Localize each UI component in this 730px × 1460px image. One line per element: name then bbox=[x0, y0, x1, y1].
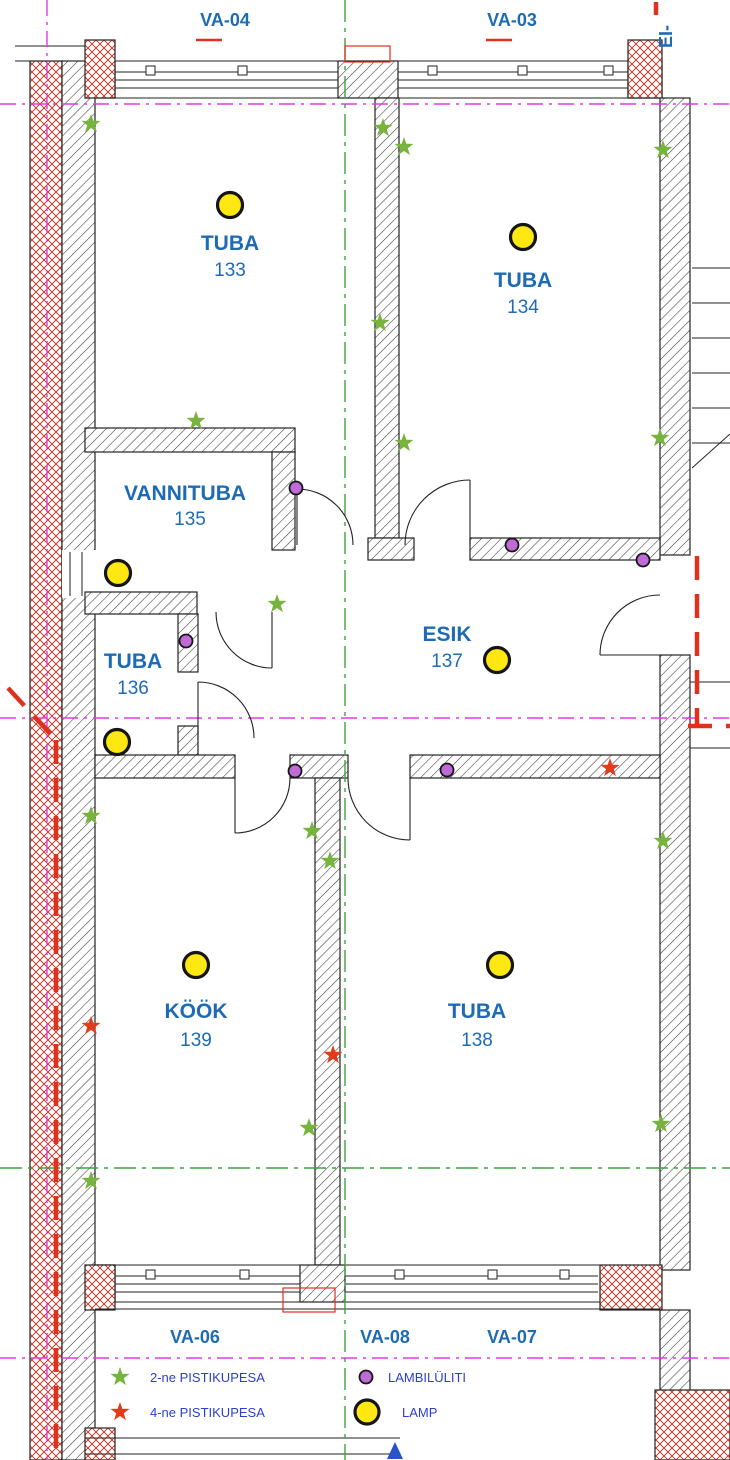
room-name-tuba-133: TUBA bbox=[201, 232, 259, 255]
socket-2x-symbol bbox=[394, 433, 414, 452]
socket-4x-symbol bbox=[600, 758, 620, 777]
room-name-kook: KÖÖK bbox=[165, 1000, 228, 1023]
axis-label-va03: VA-03 bbox=[487, 10, 537, 30]
legend-label-socket2: 2-ne PISTIKUPESA bbox=[150, 1370, 265, 1385]
door-swings bbox=[197, 479, 661, 841]
legend-label-socket4: 4-ne PISTIKUPESA bbox=[150, 1405, 265, 1420]
socket-2x-symbol bbox=[299, 1118, 319, 1137]
axis-label-va08: VA-08 bbox=[360, 1327, 410, 1347]
lamp-symbol bbox=[508, 222, 538, 252]
socket-2x-symbol bbox=[302, 821, 322, 840]
lamp-symbol bbox=[485, 950, 515, 980]
light-switch-symbol bbox=[287, 763, 303, 779]
axis-label-ei-vertical: EI- bbox=[656, 25, 676, 48]
socket-2x-symbol bbox=[653, 831, 673, 850]
room-number-136: 136 bbox=[117, 678, 149, 699]
socket-2x-symbol bbox=[267, 594, 287, 613]
socket-2x-symbol bbox=[81, 1171, 101, 1190]
axis-label-va07: VA-07 bbox=[487, 1327, 537, 1347]
windows bbox=[115, 65, 628, 1293]
room-name-tuba-138: TUBA bbox=[448, 1000, 506, 1023]
lamp-symbol bbox=[482, 645, 512, 675]
room-labels: TUBA 133 TUBA 134 VANNITUBA 135 TUBA 136… bbox=[104, 232, 552, 1051]
legend-label-lamp: LAMP bbox=[402, 1405, 437, 1420]
light-switch-symbol bbox=[635, 552, 651, 568]
light-switch-symbol bbox=[439, 762, 455, 778]
socket-2x-symbol bbox=[650, 428, 670, 447]
socket-2x-symbol bbox=[81, 114, 101, 133]
socket-4x-symbol bbox=[81, 1016, 101, 1035]
socket-2x-symbol bbox=[370, 313, 390, 332]
room-number-134: 134 bbox=[507, 297, 539, 318]
fire-separation-lines bbox=[6, 2, 730, 1460]
room-name-esik: ESIK bbox=[422, 623, 471, 646]
bath-window-gap bbox=[62, 550, 96, 598]
axis-labels: VA-04 VA-03 VA-06 VA-08 VA-07 EI- bbox=[170, 10, 676, 1347]
room-name-vannituba: VANNITUBA bbox=[124, 482, 246, 505]
light-switch-symbol bbox=[178, 633, 194, 649]
room-number-135: 135 bbox=[174, 509, 206, 530]
room-number-133: 133 bbox=[214, 260, 246, 281]
socket-4x-symbol bbox=[323, 1045, 343, 1064]
lamp-symbol bbox=[102, 727, 132, 757]
socket-2x-symbol bbox=[320, 851, 340, 870]
room-number-139: 139 bbox=[180, 1030, 212, 1051]
legend-label-switch: LAMBILÜLITI bbox=[388, 1370, 466, 1385]
room-number-138: 138 bbox=[461, 1030, 493, 1051]
axis-label-va06: VA-06 bbox=[170, 1327, 220, 1347]
socket-2x-symbol bbox=[394, 137, 414, 156]
legend-symbols bbox=[110, 1367, 381, 1426]
room-name-tuba-134: TUBA bbox=[494, 269, 552, 292]
socket-2x-symbol bbox=[653, 140, 673, 159]
legend: 2-ne PISTIKUPESA 4-ne PISTIKUPESA LAMBIL… bbox=[110, 1367, 466, 1459]
room-number-137: 137 bbox=[431, 651, 463, 672]
light-switch-symbol bbox=[288, 480, 304, 496]
room-name-tuba-136: TUBA bbox=[104, 650, 162, 673]
lamp-symbol bbox=[181, 950, 211, 980]
socket-2x-symbol bbox=[81, 806, 101, 825]
lamp-symbol bbox=[103, 558, 133, 588]
legend-socket-2x-icon bbox=[110, 1367, 130, 1386]
north-triangle-icon bbox=[387, 1442, 403, 1459]
axis-label-va04: VA-04 bbox=[200, 10, 250, 30]
electrical-symbols bbox=[81, 114, 673, 1190]
light-switch-symbol bbox=[358, 1369, 374, 1385]
socket-2x-symbol bbox=[651, 1114, 671, 1133]
lamp-symbol bbox=[215, 190, 245, 220]
legend-socket-4x-icon bbox=[110, 1402, 130, 1421]
socket-2x-symbol bbox=[186, 411, 206, 430]
socket-2x-symbol bbox=[373, 118, 393, 137]
light-switch-symbol bbox=[504, 537, 520, 553]
lamp-symbol bbox=[353, 1398, 381, 1426]
